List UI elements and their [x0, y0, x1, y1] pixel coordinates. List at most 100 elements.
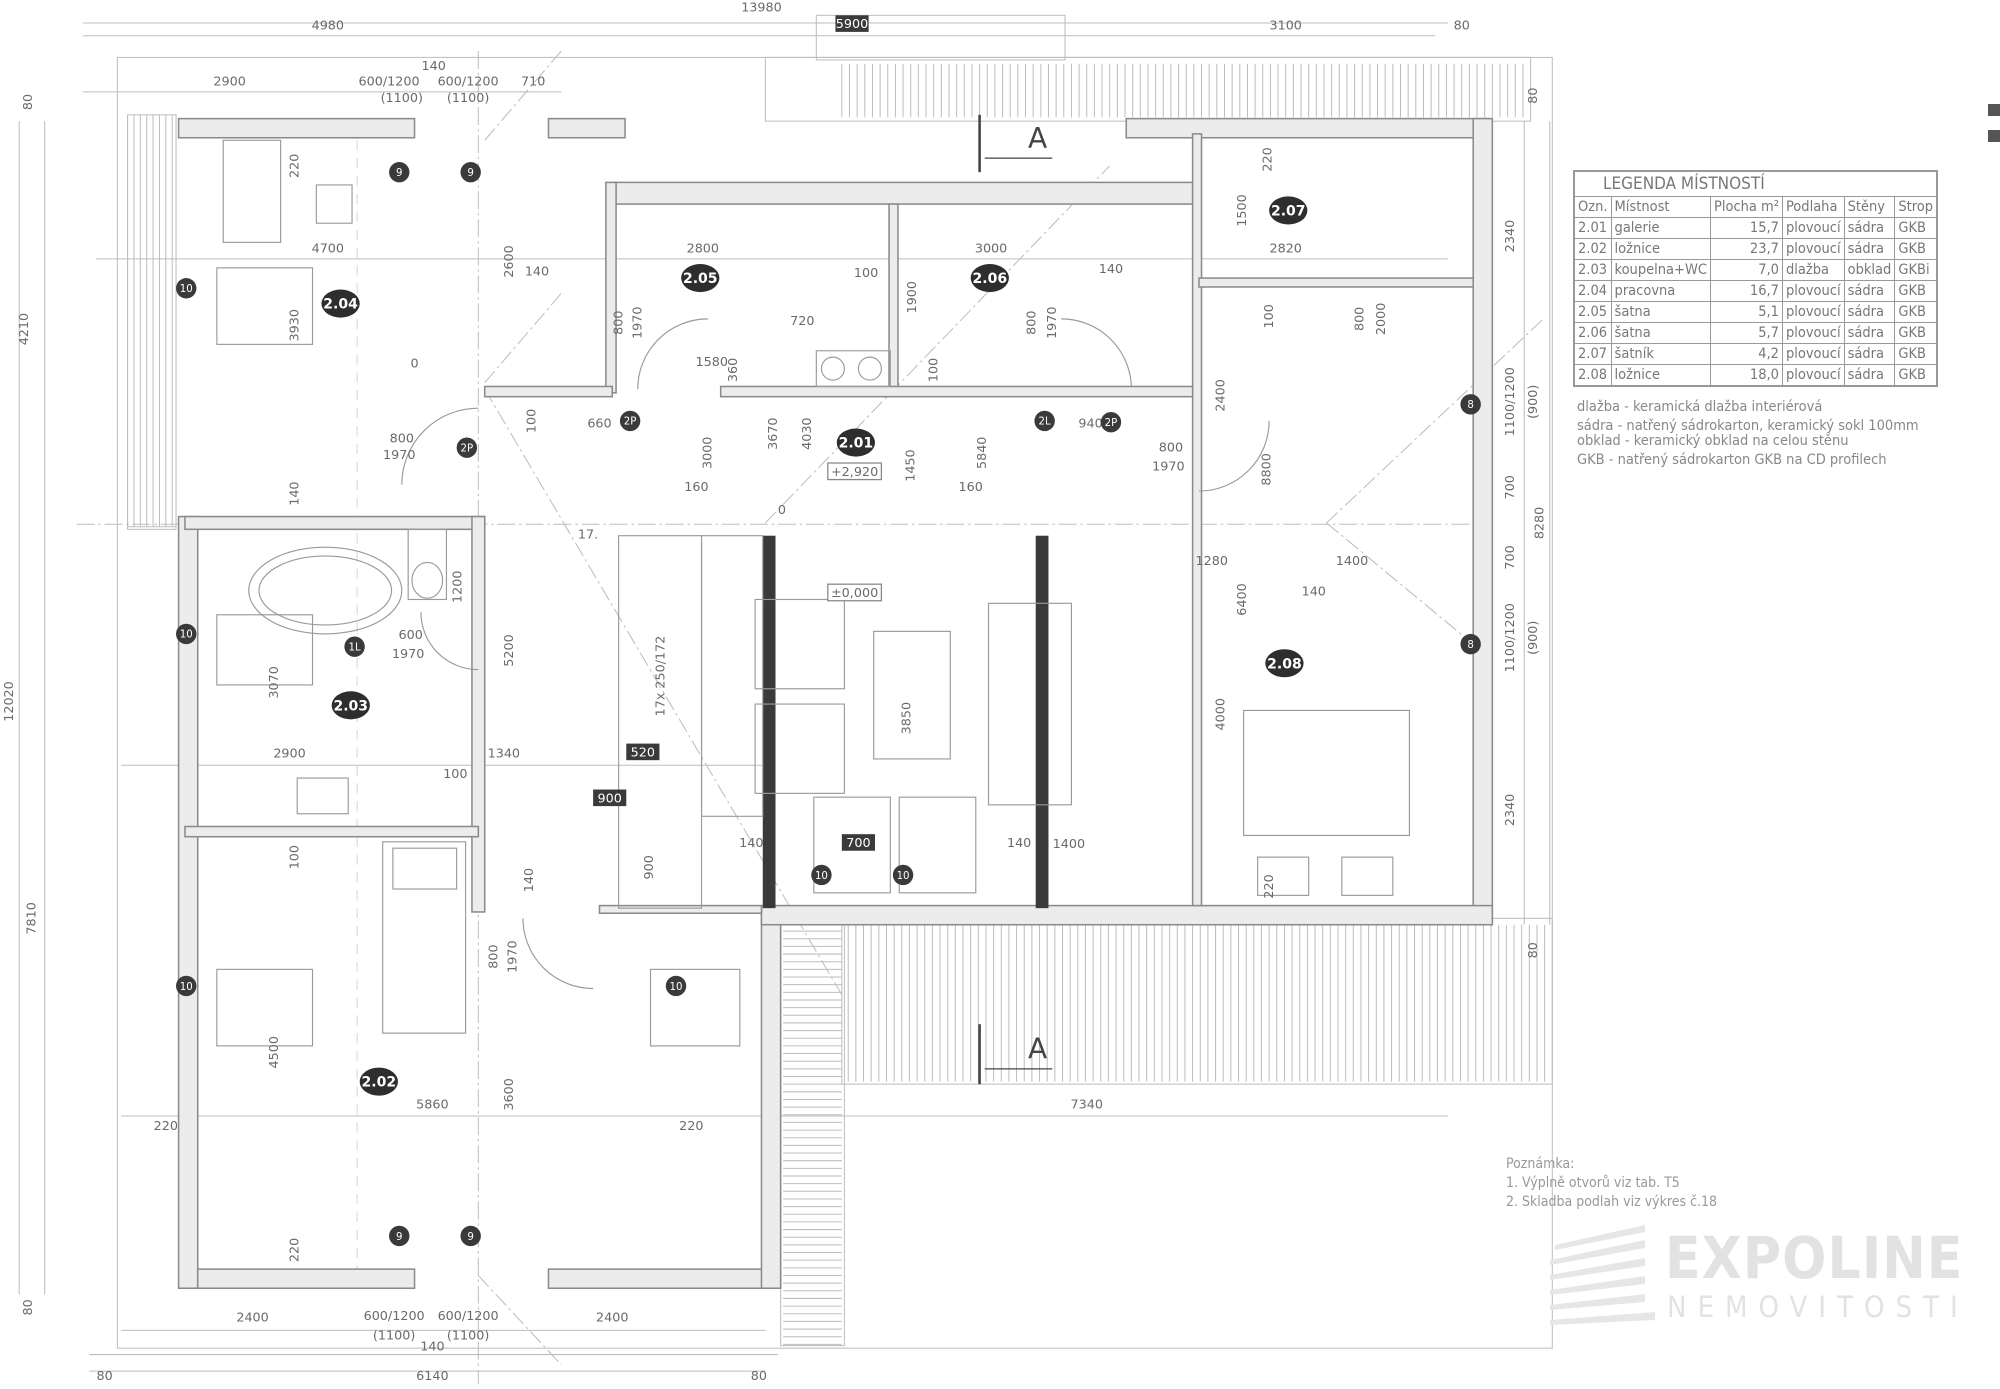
dimension-label-vertical: 100	[525, 409, 540, 433]
legend-cell-id: 2.04	[1573, 280, 1612, 302]
marker-label: 8	[1467, 640, 1473, 651]
dimension-label: 1280	[1196, 554, 1228, 569]
marker-door-2p: 2P	[1100, 411, 1122, 433]
legend-cell-ceiling: GKB	[1894, 217, 1938, 239]
interior-fixtures	[216, 139, 1411, 1047]
dimension-label: 160	[958, 480, 982, 495]
dimension-label-vertical: 1970	[631, 306, 646, 338]
dimension-label: 4700	[312, 242, 344, 257]
dimension-and-roof-lines	[18, 14, 1553, 1384]
section-mark-top: A	[978, 114, 1053, 173]
dimension-label-vertical: 100	[927, 358, 942, 382]
dimension-label-vertical: 220	[1261, 147, 1276, 171]
marker-label: 10	[180, 284, 193, 295]
dimension-label-vertical: 800	[611, 311, 626, 335]
dimension-label-vertical: 1970	[1045, 306, 1060, 338]
legend-cell-ceiling: GKB	[1894, 322, 1938, 344]
legend-cell-id: 2.05	[1573, 301, 1612, 323]
dimension-label-vertical: 3000	[701, 437, 716, 469]
legend-cell-name: ložnice	[1610, 238, 1711, 260]
dimension-label-vertical: 1450	[904, 449, 919, 481]
dimension-label: (1100)	[381, 91, 423, 106]
legend-cell-walls: sádra	[1843, 322, 1896, 344]
dimension-label: 140	[1007, 836, 1031, 851]
marker-door: 10	[176, 975, 197, 997]
legend-cell-floor: plovoucí	[1781, 217, 1845, 239]
legend-cell-walls: sádra	[1843, 217, 1896, 239]
legend-cell-floor: plovoucí	[1781, 322, 1845, 344]
dimension-label-vertical: 4210	[17, 313, 32, 345]
note-sadra: sádra - natřený sádrokarton, keramický s…	[1577, 418, 1919, 434]
room-tag-2-02: 2.02	[359, 1067, 398, 1096]
legend-cell-area: 5,1	[1709, 301, 1783, 323]
building-logo-icon	[1550, 1225, 1655, 1325]
note-dlazba: dlažba - keramická dlažba interiérová	[1577, 399, 1823, 415]
header-plocha: Plocha m²	[1709, 196, 1783, 218]
dimension-label: 800	[390, 432, 414, 447]
legend-cell-floor: dlažba	[1781, 259, 1845, 281]
marker-window: 9	[460, 1225, 481, 1247]
dimension-label: 7340	[1071, 1097, 1103, 1112]
dimension-label-vertical: 3850	[900, 702, 915, 734]
legend-cell-walls: sádra	[1843, 364, 1896, 387]
dimension-label-vertical: (900)	[1526, 385, 1541, 419]
dimension-label: 140	[422, 59, 446, 74]
legend-cell-area: 16,7	[1709, 280, 1783, 302]
dimension-label-vertical: 1900	[905, 281, 920, 313]
marker-door-2l: 2L	[1034, 410, 1055, 432]
room-tag-2-04: 2.04	[321, 289, 360, 318]
room-number: 2.03	[333, 698, 368, 714]
legend-cell-area: 7,0	[1709, 259, 1783, 281]
marker-label: 8	[1467, 400, 1473, 411]
legend-cell-walls: obklad	[1843, 259, 1896, 281]
edge-marks	[1988, 104, 2000, 156]
dimension-label-vertical: 700	[1503, 475, 1518, 499]
marker-label: 10	[180, 630, 193, 641]
dimension-label: (1100)	[373, 1328, 415, 1343]
legend-cell-ceiling: GKB	[1894, 280, 1938, 302]
marker-door: 10	[892, 864, 914, 886]
legend-cell-area: 15,7	[1709, 217, 1783, 239]
dimension-label: 140	[1099, 262, 1123, 277]
dimension-label: 13980	[741, 0, 782, 15]
marker-door: 10	[811, 864, 832, 886]
dimension-label: 1400	[1053, 837, 1085, 852]
dimension-label-vertical: 5200	[502, 634, 517, 666]
header-mistnost: Místnost	[1610, 196, 1711, 218]
legend-cell-floor: plovoucí	[1781, 238, 1845, 260]
legend-cell-name: koupelna+WC	[1610, 259, 1711, 281]
dimension-label: 600/1200	[364, 1309, 425, 1324]
dimension-label: 80	[1454, 18, 1470, 33]
legend-cell-name: galerie	[1610, 217, 1711, 239]
dimension-label-vertical: 100	[1262, 304, 1277, 328]
dimension-label: 140	[420, 1340, 444, 1355]
material-notes: dlažba - keramická dlažba interiérová sá…	[1577, 400, 1919, 468]
header-ozn: Ozn.	[1573, 196, 1612, 218]
marker-label: 10	[815, 871, 828, 882]
section-label-a-top: A	[1028, 122, 1047, 155]
dimension-label-vertical: 3930	[287, 309, 302, 341]
dimension-label-vertical: 80	[1526, 942, 1541, 958]
legend-cell-id: 2.07	[1573, 343, 1612, 365]
dimension-label-vertical: 800	[486, 944, 501, 968]
marker-door-2p: 2P	[456, 437, 478, 458]
remarks: Poznámka: 1. Výplně otvorů viz tab. T5 2…	[1506, 1155, 1717, 1212]
marker-label: 9	[396, 1232, 402, 1243]
legend-cell-floor: plovoucí	[1781, 280, 1845, 302]
header-strop: Strop	[1894, 196, 1938, 218]
marker-label: 1L	[349, 642, 361, 653]
dimension-label-vertical: 1200	[451, 570, 466, 602]
dimension-label-vertical: 7810	[25, 902, 40, 934]
marker-label: 10	[897, 871, 910, 882]
dimension-label: 17.	[578, 527, 598, 542]
dimension-label-vertical: 140	[522, 868, 537, 892]
marker-window: 9	[389, 161, 410, 183]
dimension-label-vertical: 4500	[267, 1036, 282, 1068]
dimension-label-vertical: 2340	[1503, 220, 1518, 252]
legend-cell-area: 5,7	[1709, 322, 1783, 344]
legend-cell-walls: sádra	[1843, 280, 1896, 302]
